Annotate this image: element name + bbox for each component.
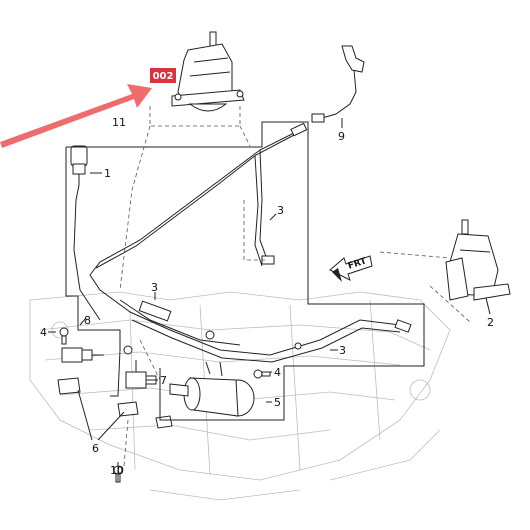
label-part-2: 2: [487, 316, 494, 329]
vacuum-actuator: [169, 361, 255, 417]
subframe-outline: [29, 291, 451, 501]
callout-code: 002: [153, 71, 174, 82]
label-part-3-right: 3: [339, 344, 346, 357]
label-part-6: 6: [92, 442, 99, 455]
group-box-11: [65, 147, 121, 397]
dash-mount-left: [149, 106, 241, 127]
label-part-8: 8: [84, 314, 91, 327]
label-part-9: 9: [338, 130, 345, 143]
pointer-arrow: [0, 84, 152, 148]
sensor-wire: [311, 45, 365, 123]
label-part-7: 7: [160, 374, 167, 387]
engine-mount-right: [445, 219, 511, 301]
group-box-top: [66, 121, 425, 367]
label-part-4-left: 4: [40, 326, 47, 339]
label-part-1: 1: [104, 167, 111, 180]
label-part-11: 11: [112, 116, 126, 129]
group-box-5: [159, 366, 285, 421]
forward-arrow: FRT: [329, 255, 373, 282]
engine-mount-left: [171, 31, 245, 112]
label-part-3-top: 3: [277, 204, 284, 217]
label-part-5: 5: [274, 396, 281, 409]
label-part-3-mid: 3: [151, 281, 158, 294]
sensor-connector: [70, 145, 101, 321]
valve-part-8: [61, 347, 104, 363]
label-part-10: 10: [110, 464, 124, 477]
callout-tag: 002: [150, 68, 176, 83]
vacuum-hoses: [89, 122, 412, 363]
brackets: [57, 377, 173, 429]
dash-mount-right: [379, 251, 451, 259]
label-part-4-right: 4: [274, 366, 281, 379]
bolts: [59, 327, 271, 379]
